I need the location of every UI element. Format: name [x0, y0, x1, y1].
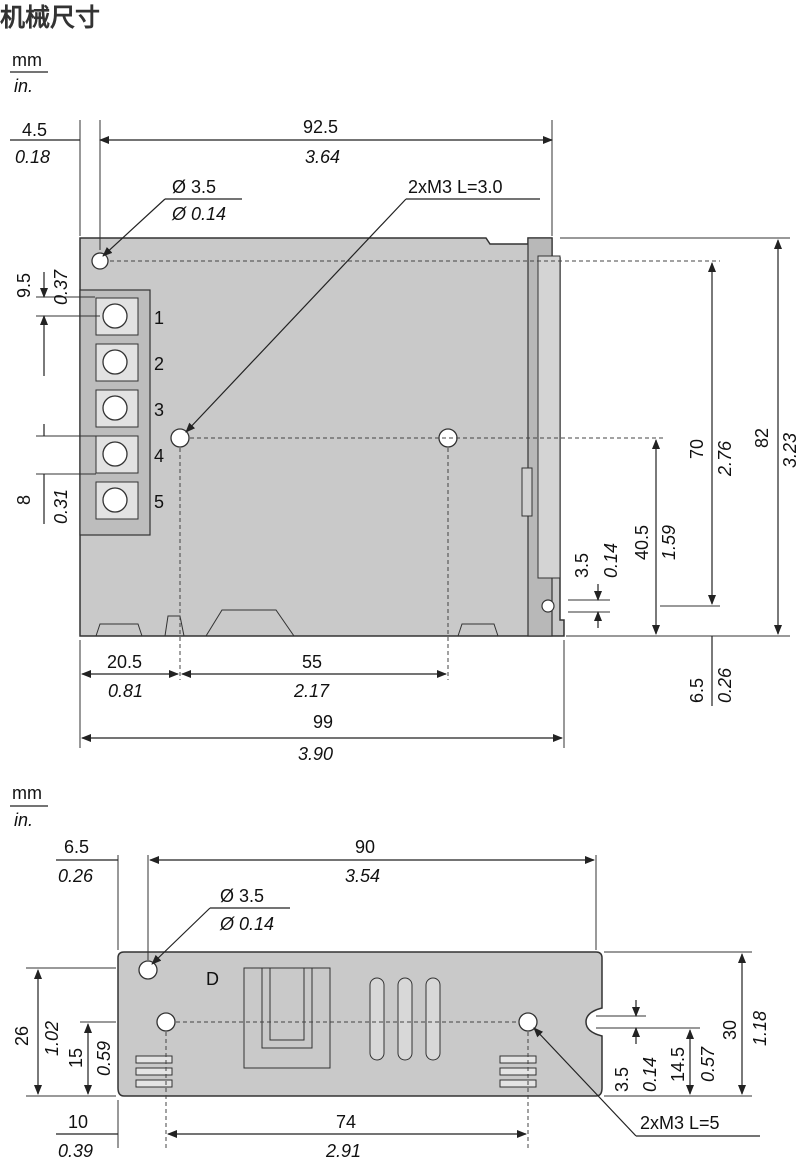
- dim-4-5-in: 0.18: [15, 147, 50, 167]
- housing-side: [117, 951, 603, 1097]
- dim-70-mm: 70: [687, 439, 707, 459]
- dim-15-mm: 15: [66, 1048, 86, 1068]
- dim-74-mm: 74: [336, 1112, 356, 1132]
- side-dims: 6.5 0.26 90 3.54 Ø 3.5 Ø 0.14 26 1.02 15…: [12, 837, 770, 1161]
- side-screw-2: [518, 1012, 538, 1032]
- terminal-label-3: 3: [154, 400, 164, 420]
- dim-30-in: 1.18: [750, 1011, 770, 1046]
- dim-92-5-in: 3.64: [305, 147, 340, 167]
- dim-55-in: 2.17: [293, 681, 330, 701]
- vent-slot-1: [369, 977, 385, 1061]
- terminals: [95, 297, 139, 520]
- hole-dia-in: Ø 0.14: [171, 204, 226, 224]
- dim-26-mm: 26: [12, 1026, 32, 1046]
- dim-92-5-mm: 92.5: [303, 117, 338, 137]
- page-title: 机械尺寸: [0, 3, 101, 32]
- hole-right: [541, 599, 555, 613]
- dim-14-5-in: 0.57: [698, 1046, 718, 1082]
- dim-40-5-in: 1.59: [659, 525, 679, 560]
- dim-6-5-mm: 6.5: [687, 678, 707, 703]
- terminal-label-2: 2: [154, 354, 164, 374]
- side-dim-3-5-in: 0.14: [640, 1057, 660, 1092]
- side-hole-dia-in: Ø 0.14: [219, 914, 274, 934]
- dim-9-5-in: 0.37: [51, 269, 71, 305]
- clip: [521, 467, 533, 517]
- vent-slot-3: [425, 977, 441, 1061]
- side-dim-6-5-mm: 6.5: [64, 837, 89, 857]
- dim-6-5-in: 0.26: [715, 667, 735, 703]
- unit-in-label: in.: [14, 76, 33, 96]
- screw-note-side: 2xM3 L=5: [640, 1113, 720, 1133]
- unit-in-label-2: in.: [14, 810, 33, 830]
- dim-3-5-in: 0.14: [601, 543, 621, 578]
- dim-20-5-in: 0.81: [108, 681, 143, 701]
- dim-82-mm: 82: [752, 428, 772, 448]
- dim-90-in: 3.54: [345, 866, 380, 886]
- dim-15-in: 0.59: [94, 1041, 114, 1076]
- dim-20-5-mm: 20.5: [107, 652, 142, 672]
- dim-10-mm: 10: [68, 1112, 88, 1132]
- side-dim-3-5-mm: 3.5: [612, 1067, 632, 1092]
- dim-4-5-mm: 4.5: [22, 120, 47, 140]
- dim-70-in: 2.76: [715, 440, 735, 477]
- side-dim-6-5-in: 0.26: [58, 866, 94, 886]
- hole-top-left: [91, 252, 109, 270]
- dim-90-mm: 90: [355, 837, 375, 857]
- dim-99-in: 3.90: [298, 744, 333, 764]
- unit-legend-side: mm in.: [10, 783, 48, 830]
- dim-8-mm: 8: [14, 495, 34, 505]
- dim-9-5-mm: 9.5: [14, 273, 34, 298]
- side-screw-1: [156, 1012, 176, 1032]
- side-hole-top: [138, 960, 158, 980]
- dim-40-5-mm: 40.5: [632, 525, 652, 560]
- flange-rail: [537, 255, 561, 579]
- screw-note-top: 2xM3 L=3.0: [408, 177, 503, 197]
- terminal-label-4: 4: [154, 446, 164, 466]
- dim-30-mm: 30: [720, 1020, 740, 1040]
- unit-mm-label-2: mm: [12, 783, 42, 803]
- top-view: 1 2 3 4 5: [79, 237, 720, 680]
- top-dims: 4.5 0.18 92.5 3.64 Ø 3.5 Ø 0.14 2xM3 L=3…: [10, 117, 800, 764]
- label-d: D: [206, 969, 219, 989]
- dim-14-5-mm: 14.5: [668, 1047, 688, 1082]
- dim-55-mm: 55: [302, 652, 322, 672]
- unit-legend-top: mm in.: [10, 50, 48, 96]
- side-view: D: [117, 951, 603, 1148]
- hole-screw-1: [170, 428, 190, 448]
- dim-99-mm: 99: [313, 712, 333, 732]
- dim-3-5-mm: 3.5: [572, 553, 592, 578]
- terminal-label-5: 5: [154, 492, 164, 512]
- dim-8-in: 0.31: [51, 489, 71, 524]
- dim-10-in: 0.39: [58, 1141, 93, 1161]
- terminal-label-1: 1: [154, 308, 164, 328]
- housing-top: [79, 237, 565, 637]
- hole-dia-mm: Ø 3.5: [172, 177, 216, 197]
- dim-26-in: 1.02: [42, 1021, 62, 1056]
- dim-74-in: 2.91: [325, 1141, 361, 1161]
- hole-screw-2: [438, 428, 458, 448]
- vent-slot-2: [397, 977, 413, 1061]
- dim-82-in: 3.23: [780, 433, 800, 468]
- side-hole-dia-mm: Ø 3.5: [220, 886, 264, 906]
- unit-mm-label: mm: [12, 50, 42, 70]
